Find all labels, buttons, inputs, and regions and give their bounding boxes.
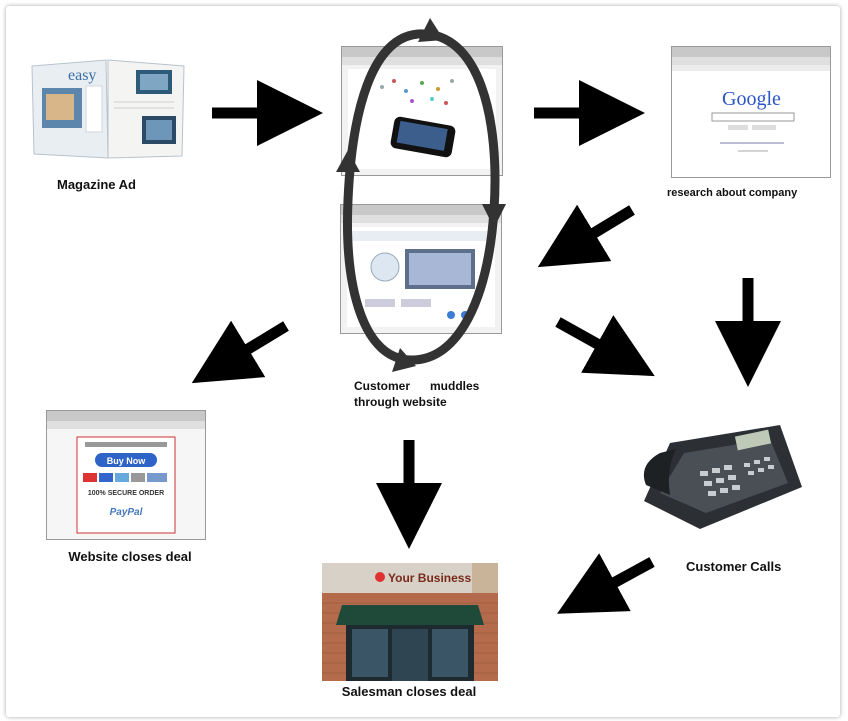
loop-arrowhead-top xyxy=(418,18,444,42)
salesman-closes-label: Salesman closes deal xyxy=(341,684,477,699)
buy-now-text: Buy Now xyxy=(107,456,147,466)
customer-muddles-label: Customer muddles through website xyxy=(354,379,483,409)
website-checkout-screenshot: Buy Now 100% SECURE ORDER PayPal xyxy=(46,410,206,540)
loop-arrowhead-bottom xyxy=(392,348,416,372)
google-logo-text: Google xyxy=(722,88,781,110)
magazine-brand-text: easy xyxy=(68,67,96,84)
magazine-ad-label: Magazine Ad xyxy=(57,177,136,192)
desk-phone-image xyxy=(640,425,805,535)
magazine-ad-image: easy xyxy=(28,58,188,162)
storefront-image: Your Business xyxy=(322,563,498,681)
arrow-website-to-phone xyxy=(555,315,655,377)
loop-arrowhead-left xyxy=(336,150,360,172)
paypal-text: PayPal xyxy=(110,507,143,518)
google-search-screenshot: Google xyxy=(671,46,831,178)
muddle-loop xyxy=(343,29,500,365)
store-sign-text: Your Business xyxy=(388,571,471,585)
website-screenshot-top xyxy=(341,46,503,176)
secure-order-text: 100% SECURE ORDER xyxy=(88,490,164,497)
customer-calls-label: Customer Calls xyxy=(686,559,782,574)
loop-arrowhead-right xyxy=(482,204,506,228)
arrow-phone-to-storefront xyxy=(557,553,655,614)
research-label: research about company xyxy=(667,187,798,199)
arrow-research-to-website xyxy=(537,204,635,268)
arrow-website-to-online-close xyxy=(191,320,289,384)
website-closes-label: Website closes deal xyxy=(68,549,192,564)
